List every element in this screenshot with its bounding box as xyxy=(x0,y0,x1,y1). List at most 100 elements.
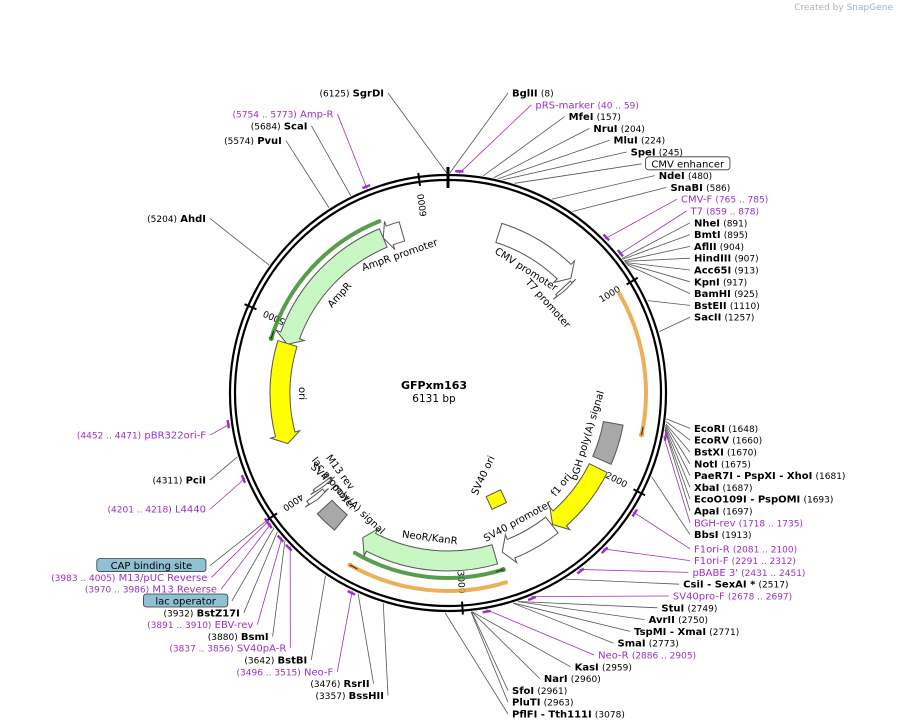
label-leader-line xyxy=(231,527,275,602)
site-name: Acc65I xyxy=(694,266,731,277)
site-label-bbsi: BbsI (1913) xyxy=(694,530,752,541)
site-position: (224) xyxy=(641,137,665,147)
label-leader-line xyxy=(387,92,447,174)
site-label-prs-marker: pRS-marker (40 .. 59) xyxy=(535,100,639,111)
site-label-rsrii: (3476) RsrII xyxy=(310,679,369,690)
site-name: SacII xyxy=(694,313,721,324)
label-line-layer xyxy=(209,92,691,715)
site-name: AvrII xyxy=(649,615,675,626)
site-label-ahdi: (5204) AhdI xyxy=(147,214,206,225)
site-position: (4311) xyxy=(152,477,182,487)
site-position: (5574) xyxy=(224,137,254,147)
label-leader-line xyxy=(493,128,590,179)
orf-track xyxy=(617,291,648,437)
primer-mark xyxy=(576,567,585,575)
site-position: (5204) xyxy=(147,215,177,225)
site-position: (586) xyxy=(706,184,730,194)
plasmid-length: 6131 bp xyxy=(412,393,456,405)
feature-m13-rev xyxy=(310,476,335,496)
orf-layer xyxy=(268,219,648,593)
orf-track xyxy=(269,219,382,341)
feature-f1-ori xyxy=(549,462,608,531)
site-name: HindIII xyxy=(694,254,731,265)
site-label-pbabe-3: pBABE 3' (2431 .. 2451) xyxy=(692,568,805,579)
feature-ampr xyxy=(274,228,388,345)
label-leader-line xyxy=(336,590,353,672)
primer-mark xyxy=(276,534,285,543)
site-position: (2959) xyxy=(602,663,632,673)
feature-sv40-ori xyxy=(485,489,508,510)
orf-track xyxy=(352,550,506,580)
site-position: (1693) xyxy=(803,496,833,506)
primer-mark xyxy=(240,474,247,484)
site-name: NarI xyxy=(544,674,568,685)
site-position: (895) xyxy=(724,231,748,241)
site-position: (5684) xyxy=(251,122,281,132)
label-leader-line xyxy=(471,611,571,668)
site-name: XbaI xyxy=(694,483,719,494)
site-label-pluti: PluTI (2963) xyxy=(512,698,574,709)
site-position: (2431 .. 2451) xyxy=(741,569,805,579)
primer-mark xyxy=(285,543,293,552)
site-position: (891) xyxy=(723,219,747,229)
site-position: (913) xyxy=(734,267,758,277)
site-label-l4440: (4201 .. 4218) L4440 xyxy=(108,505,207,516)
label-leader-line xyxy=(572,187,667,212)
label-leader-line xyxy=(311,125,352,196)
site-name: CsiI - SexAI * xyxy=(683,580,756,591)
feature-sv40-poly-a-signal xyxy=(316,499,348,531)
site-label-bstbi: (3642) BstBI xyxy=(244,656,307,667)
site-position: (917) xyxy=(723,278,747,288)
label-leader-line xyxy=(209,218,270,266)
label-leader-line xyxy=(310,575,326,661)
tick-label: 3000 xyxy=(454,570,466,594)
site-label-nari: NarI (2960) xyxy=(544,674,601,685)
label-leader-line xyxy=(471,611,509,691)
site-name: BstZ17I xyxy=(197,608,240,619)
site-name: PluTI xyxy=(512,698,540,709)
site-label-csii-sexai: CsiI - SexAI * (2517) xyxy=(683,580,788,591)
primer-mark xyxy=(361,183,371,190)
label-leader-line xyxy=(625,262,691,271)
label-leader-line xyxy=(209,477,246,510)
site-label-nhei: NheI (891) xyxy=(694,218,747,229)
site-label-neo-r: Neo-R (2886 .. 2905) xyxy=(598,651,696,662)
site-name: Neo-R xyxy=(598,651,629,662)
label-leader-line xyxy=(444,612,509,715)
label-leader-line xyxy=(659,316,691,333)
site-position: (204) xyxy=(621,125,645,135)
site-position: (1718 .. 1735) xyxy=(739,519,803,529)
site-position: (3078) xyxy=(595,711,625,721)
site-name: BssHII xyxy=(349,691,384,702)
snapgene-credit: Created by SnapGene xyxy=(794,3,893,13)
site-label-sacii: SacII (1257) xyxy=(694,313,754,324)
site-label-ecori: EcoRI (1648) xyxy=(694,424,758,435)
site-label-bmti: BmtI (895) xyxy=(694,230,748,241)
site-label-cap-binding-site: CAP binding site xyxy=(111,561,193,572)
site-position: (2773) xyxy=(649,640,679,650)
site-name: AflII xyxy=(694,242,717,253)
orf-direction xyxy=(349,564,358,570)
site-name: Amp-R xyxy=(300,110,334,121)
primer-mark xyxy=(600,546,609,555)
label-leader-line xyxy=(665,423,691,453)
label-leader-line xyxy=(514,163,642,184)
label-leader-line xyxy=(209,519,269,566)
label-leader-line xyxy=(647,300,691,306)
site-name: TspMI - XmaI xyxy=(634,627,706,638)
feature-t7-promoter xyxy=(552,278,577,300)
label-leader-line xyxy=(285,140,330,209)
site-name: AhdI xyxy=(180,214,206,225)
label-leader-line xyxy=(663,436,691,523)
site-position: (1648) xyxy=(728,425,758,435)
tick-mark xyxy=(265,512,278,522)
site-label-bamhi: BamHI (925) xyxy=(694,289,758,300)
site-position: (2749) xyxy=(687,604,717,614)
label-leader-line xyxy=(220,523,272,590)
primer-mark xyxy=(226,419,231,429)
tick-mark xyxy=(417,172,422,187)
label-leader-line xyxy=(664,427,691,488)
site-position: (2678 .. 2697) xyxy=(728,593,792,603)
label-leader-line xyxy=(531,595,669,598)
label-leader-line xyxy=(502,151,627,181)
